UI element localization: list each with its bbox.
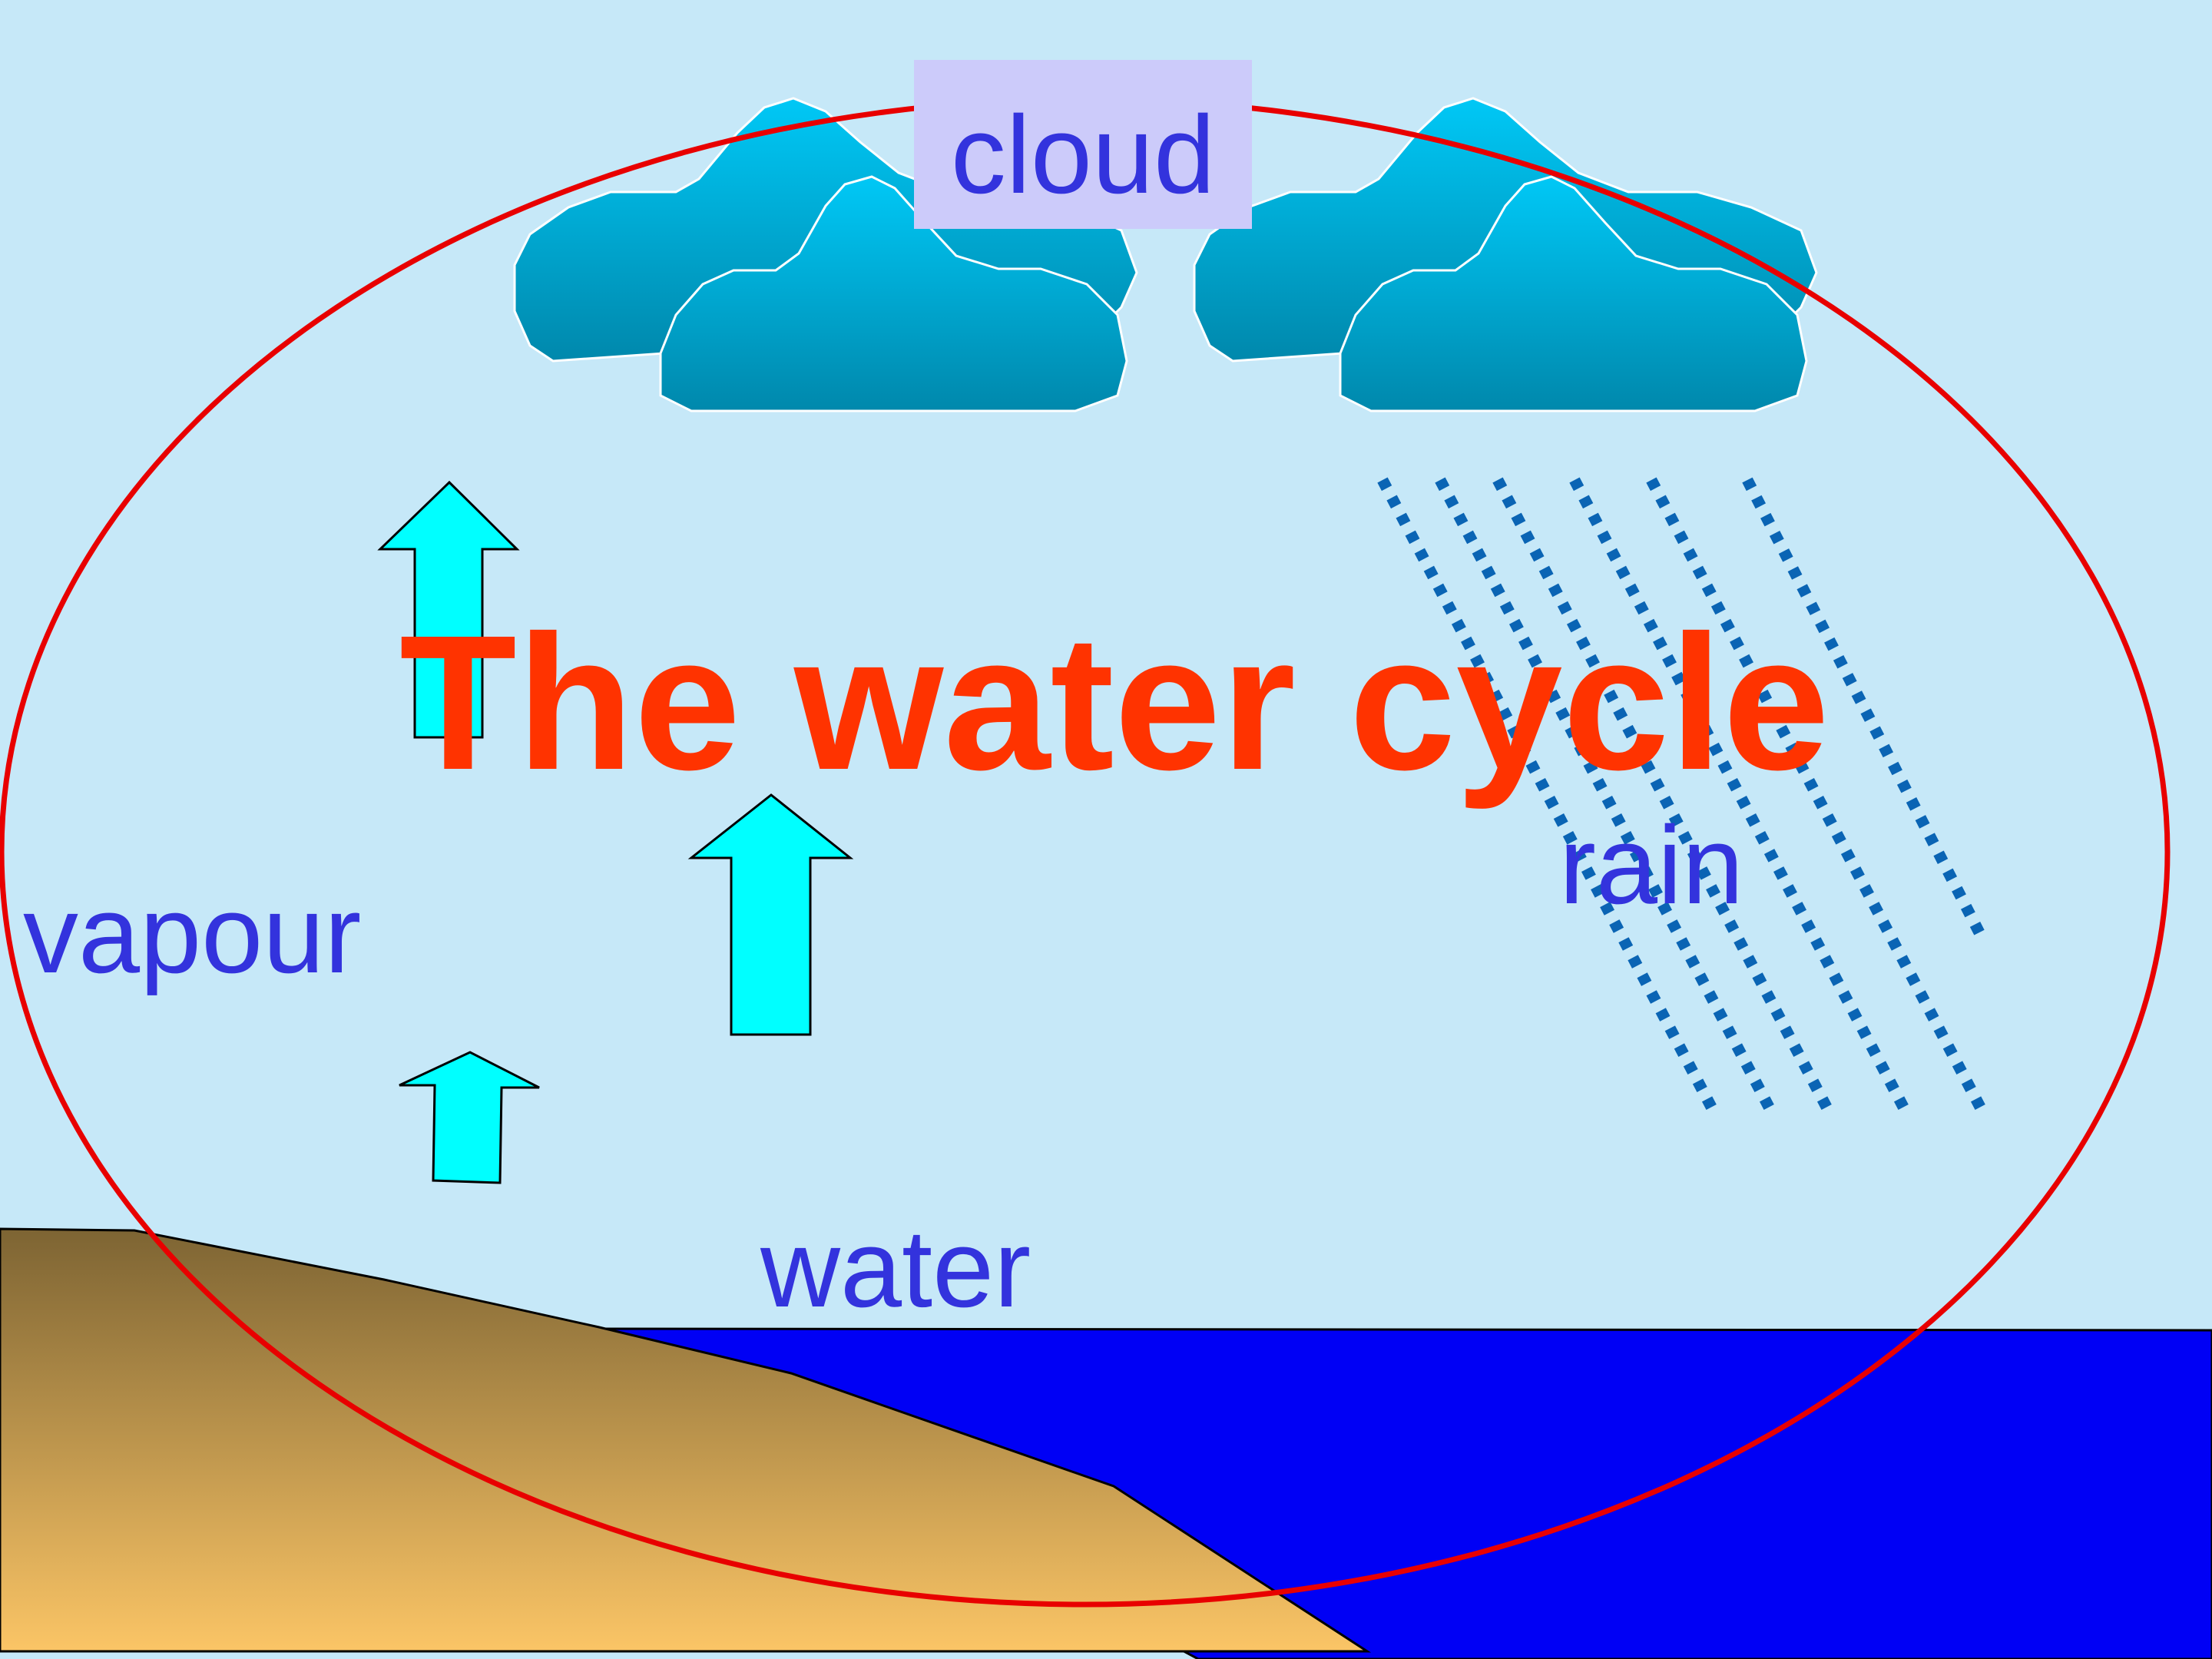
rain-streaks bbox=[1377, 477, 1987, 1113]
rain-label: rain bbox=[1559, 803, 1744, 927]
cloud-shape bbox=[1339, 175, 1808, 412]
land-slope bbox=[0, 1227, 1372, 1653]
cloud-label-box bbox=[914, 60, 1252, 229]
vapour-arrows bbox=[377, 480, 854, 1184]
cloud-label: cloud bbox=[950, 93, 1216, 217]
vapour-arrow-medium bbox=[687, 793, 854, 1036]
cloud-group-left bbox=[513, 97, 1138, 412]
cloud-group-right bbox=[1193, 97, 1818, 412]
water-label: water bbox=[760, 1207, 1031, 1330]
vapour-arrow-large bbox=[377, 480, 520, 739]
vapour-label: vapour bbox=[23, 873, 362, 996]
cloud-shape bbox=[659, 175, 1128, 412]
rain-streak bbox=[1742, 477, 1987, 940]
diagram-title: The water cycle bbox=[399, 595, 1830, 810]
vapour-arrow-small bbox=[399, 1051, 540, 1184]
